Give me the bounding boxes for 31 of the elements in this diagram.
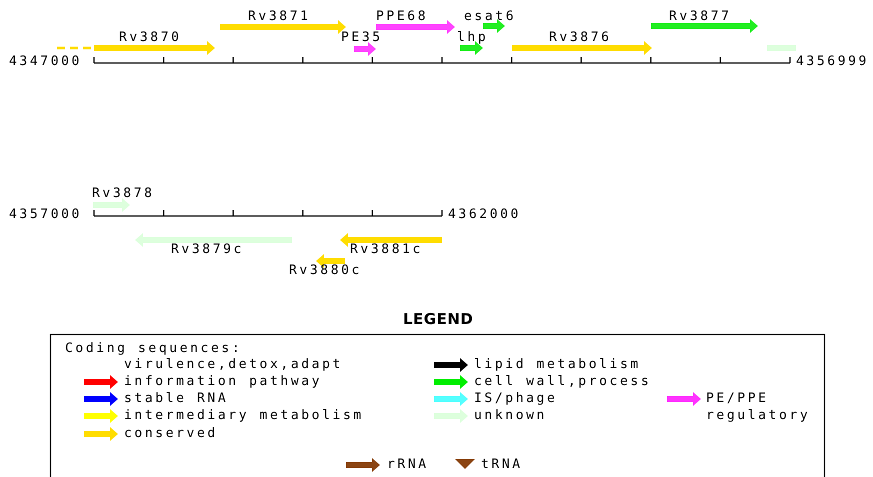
legend-text: rRNA	[387, 458, 429, 472]
legend-text: regulatory	[706, 409, 810, 423]
legend-text: lipid metabolism	[474, 358, 641, 372]
legend-text: cell wall,process	[474, 375, 652, 389]
coordinate-label: 4347000	[9, 55, 82, 69]
legend-heading: Coding sequences:	[65, 342, 242, 356]
legend-text: virulence,detox,adapt	[124, 358, 343, 372]
gene-label: Rv3879c	[171, 243, 244, 257]
coordinate-label: 4356999	[796, 55, 869, 69]
legend-text: unknown	[474, 409, 547, 423]
legend-text: stable RNA	[124, 392, 228, 406]
gene-label: Rv3880c	[289, 264, 362, 278]
gene-label: esat6	[464, 10, 516, 24]
legend-title: LEGEND	[403, 312, 474, 326]
legend-text: information pathway	[124, 375, 322, 389]
gene-label: Rv3878	[92, 187, 155, 201]
gene-label: Rv3881c	[350, 243, 423, 257]
legend-text: tRNA	[481, 458, 523, 472]
gene-label: Rv3870	[119, 31, 182, 45]
coordinate-label: 4357000	[9, 208, 82, 222]
gene-label: lhp	[457, 31, 488, 45]
coordinate-label: 4362000	[448, 208, 521, 222]
gene-label: Rv3876	[549, 31, 612, 45]
gene-label: Rv3877	[669, 10, 732, 24]
gene-label: PE35	[341, 31, 383, 45]
gene-label: PPE68	[376, 10, 428, 24]
legend-text: intermediary metabolism	[124, 409, 364, 423]
legend-text: conserved	[124, 427, 218, 441]
legend-text: IS/phage	[474, 392, 558, 406]
gene-label: Rv3871	[248, 10, 311, 24]
legend-text: PE/PPE	[706, 392, 769, 406]
